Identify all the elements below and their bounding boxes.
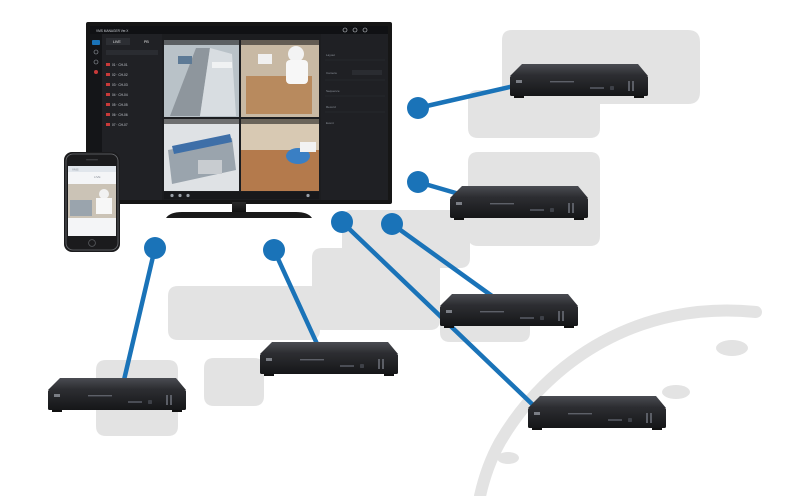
node-dot: [407, 171, 429, 193]
phone-tab-label: LIVE: [94, 175, 101, 179]
recorder-device: [450, 186, 588, 220]
list-item: 03 · CH-03: [112, 83, 128, 87]
camera-tile[interactable]: [164, 119, 239, 191]
settings-row: Record: [326, 105, 336, 109]
channel-search-input[interactable]: [106, 50, 158, 55]
recorder-device: [260, 342, 398, 376]
camera-tile[interactable]: [164, 40, 239, 117]
node-dot: [263, 239, 285, 261]
decorative-arc: [474, 304, 762, 496]
node-dot: [144, 237, 166, 259]
node-dot: [407, 97, 429, 119]
phone-home-button[interactable]: [88, 239, 96, 247]
camera-grid: [164, 40, 319, 191]
settings-row: Sequence: [326, 89, 340, 93]
list-item: 04 · CH-04: [112, 93, 128, 97]
channel-list: 01 · CH-01 02 · CH-02 03 · CH-03 04 · CH…: [106, 63, 128, 127]
settings-row: Camera: [326, 71, 337, 75]
connection-nodes: [144, 97, 429, 261]
app-title: VMS MANAGER Ver.X: [96, 29, 129, 33]
list-item: 06 · CH-06: [112, 113, 128, 117]
recorder-device: [440, 294, 578, 328]
live-view-icon[interactable]: [92, 40, 100, 45]
tab-playback-label: PB: [144, 40, 149, 44]
recorder-device: [510, 64, 648, 98]
tab-live-label: LIVE: [113, 40, 121, 44]
bell-icon[interactable]: [352, 27, 358, 33]
list-item: 07 · CH-07: [112, 123, 128, 127]
list-item: 05 · CH-05: [112, 103, 128, 107]
list-item: 01 · CH-01: [112, 63, 128, 67]
settings-row: Layout: [326, 53, 335, 57]
phone-app-title: VMS: [72, 168, 79, 172]
help-icon[interactable]: [362, 27, 368, 33]
search-icon[interactable]: [93, 59, 99, 65]
monitor: VMS MANAGER Ver.X LIVE PB 01 · CH-01 02 …: [86, 22, 392, 218]
camera-tile[interactable]: [241, 40, 319, 117]
settings-panel: Layout Camera Sequence Record Event: [325, 53, 385, 125]
camera-tile[interactable]: [241, 119, 319, 191]
list-item: 02 · CH-02: [112, 73, 128, 77]
recorder-device: [48, 378, 186, 412]
power-icon[interactable]: [342, 27, 348, 33]
smartphone: VMS LIVE: [64, 152, 120, 252]
recorder-device: [528, 396, 666, 430]
node-dot: [331, 211, 353, 233]
playback-icon[interactable]: [93, 49, 99, 55]
settings-icon[interactable]: [94, 70, 98, 74]
settings-row: Event: [326, 121, 334, 125]
node-dot: [381, 213, 403, 235]
tab-live[interactable]: [106, 38, 130, 45]
